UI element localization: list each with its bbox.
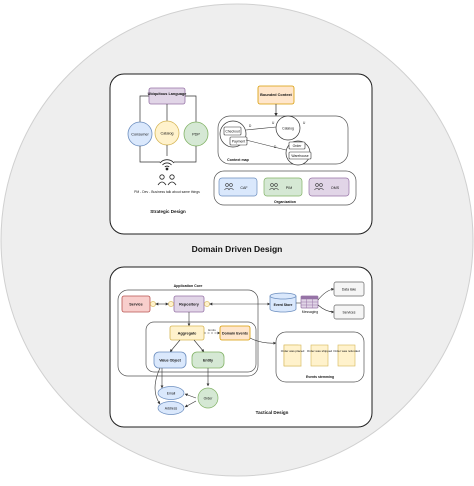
page-title: Domain Driven Design: [192, 244, 283, 254]
connector: [185, 95, 198, 129]
warehouse-box: [288, 151, 312, 160]
address-node: [157, 401, 185, 415]
bounded-context-label: Bounded Context: [260, 93, 292, 97]
team-pim-label: PIM: [286, 186, 292, 190]
domain-events-label: Domain Events: [222, 332, 248, 336]
value-object-label: Value Object: [159, 359, 181, 363]
catalog-cluster: [275, 115, 301, 141]
team-caf-label: CAF: [240, 186, 248, 190]
team-icon: [224, 183, 234, 191]
downstream-marker: D: [274, 145, 277, 149]
connector: [184, 393, 197, 399]
connector: [174, 146, 197, 163]
port-icon: [204, 301, 210, 307]
people-group-icon: [157, 174, 177, 186]
context-map-label: Context map: [227, 158, 250, 162]
events-stemming-label: Events stemming: [306, 375, 334, 379]
event-store-label: Event Store: [274, 303, 293, 307]
svg-text:Ubiquitous Language: Ubiquitous Language: [148, 92, 187, 96]
upstream-marker: U: [303, 121, 306, 125]
event-order-refunded: Order was refunded: [333, 349, 360, 353]
event-order-placed: Order was placed: [281, 349, 305, 353]
email-node: [157, 386, 185, 400]
connector: [138, 95, 149, 129]
event-note-placed: [283, 344, 302, 367]
event-note-shipped: [310, 344, 329, 367]
service-label: Service: [129, 303, 143, 307]
value-object-box: [153, 351, 187, 369]
event-note-refunded: [337, 344, 356, 367]
catalog-label: Catalog: [160, 132, 173, 136]
address-label: Address: [165, 407, 178, 411]
context-link: [245, 126, 277, 131]
domain-events-box: [219, 325, 251, 341]
downstream-marker: D: [249, 124, 252, 128]
port-icon: [150, 301, 156, 307]
ubiquitous-language-label: Ubiquitous Language: [148, 92, 187, 96]
team-pim: [263, 177, 303, 197]
data-lake-label: Data lake: [342, 288, 356, 292]
wifi-signal-icon: [159, 159, 175, 171]
services-label: Services: [342, 311, 355, 315]
ctx-order-label: Order: [293, 144, 303, 148]
service-box: [121, 295, 151, 313]
services-box: [333, 304, 365, 320]
payment-label: Payment: [232, 140, 245, 144]
team-oms: [308, 177, 350, 197]
connector: [317, 287, 335, 301]
pm-note: PM - Dev - Business talk about same thin…: [134, 190, 200, 194]
upstream-marker: U: [272, 121, 275, 125]
team-icon: [269, 183, 279, 191]
checkout-label: Checkout: [225, 130, 239, 134]
tactical-design-card: Application Core Service Repository Aggr…: [109, 266, 373, 428]
event-order-shipped: Order was shipped: [307, 349, 333, 353]
connector: [317, 304, 335, 314]
connector: [154, 367, 161, 405]
connector: [139, 146, 160, 163]
order-box: [288, 141, 306, 150]
database-icon: [269, 292, 297, 313]
emits-label: Emits: [208, 328, 216, 332]
team-caf: [218, 177, 258, 197]
checkout-box: [223, 126, 242, 136]
pdp-label: PDP: [192, 133, 200, 137]
connector: [193, 339, 205, 353]
consumer-label: Consumer: [131, 133, 149, 137]
context-map-container: [217, 115, 349, 165]
entity-label: Entity: [203, 359, 213, 363]
team-oms-label: OMS: [331, 186, 340, 190]
connector: [249, 337, 277, 345]
connector: [184, 400, 197, 408]
ubiquitous-language-box: [148, 87, 186, 105]
repository-label: Repository: [179, 303, 200, 307]
data-lake-box: [333, 281, 365, 297]
organization-label: Organization: [274, 200, 296, 204]
order-label: Order: [204, 397, 214, 401]
team-icon: [314, 183, 324, 191]
table-grid-icon: [300, 295, 319, 309]
tactical-caption: Tactical Design: [256, 410, 289, 415]
payment-box: [229, 136, 248, 146]
strategic-design-card: Ubiquitous Language Consumer Catalog PDP: [109, 73, 373, 235]
ctx-catalog-label: Catalog: [282, 127, 294, 131]
email-label: Email: [167, 392, 176, 396]
warehouse-label: Warehouse: [291, 154, 308, 158]
aggregate-label: Aggregate: [178, 332, 197, 336]
order-node: [197, 387, 219, 409]
messaging-label: Messaging: [302, 310, 319, 314]
strategic-caption: Strategic Design: [150, 209, 186, 214]
application-core-label: Application Core: [174, 284, 203, 288]
port-icon: [168, 301, 174, 307]
context-link: [245, 139, 287, 151]
connector: [169, 339, 181, 353]
